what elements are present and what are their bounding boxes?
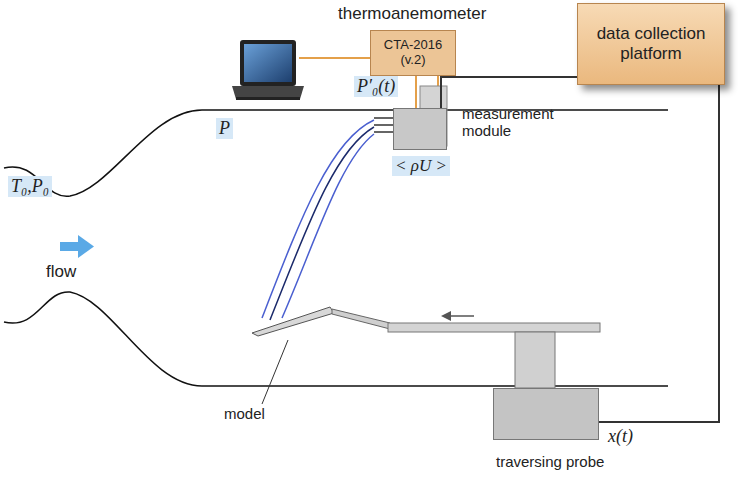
total-pressure: P′₀(t)	[354, 76, 398, 97]
part-label: model	[224, 405, 265, 422]
device-box: CTA-2016 (v.2)	[370, 30, 456, 76]
tube-line	[270, 127, 374, 320]
laptop-icon	[232, 40, 304, 100]
platform-box: data collection platform	[577, 3, 725, 85]
tunnel-wall	[4, 292, 668, 386]
pressure-tubes	[374, 118, 394, 132]
module-box: measurement module	[393, 108, 447, 150]
motion-arrow	[441, 311, 474, 321]
probe-pillar	[515, 332, 555, 388]
sting	[332, 309, 390, 329]
model-body	[252, 307, 334, 336]
flow-arrow	[60, 235, 94, 258]
static-pressure: P	[216, 118, 233, 139]
node-text: measurement module	[462, 105, 562, 140]
probe-arm	[388, 323, 600, 332]
tunnel-wall	[4, 110, 668, 196]
signal-label: x(t)	[605, 426, 636, 447]
node-text: traversing probe	[496, 453, 604, 470]
wire-connector	[441, 77, 577, 108]
tube-line	[262, 120, 374, 318]
usb-cable	[299, 57, 370, 59]
leader-line	[262, 340, 288, 404]
node-text: CTA-2016 (v.2)	[377, 38, 449, 68]
base-box: traversing probe	[493, 388, 599, 440]
flow-label: flow	[46, 262, 76, 282]
wire-connector	[415, 76, 417, 108]
tube-line	[282, 134, 374, 318]
mass-flux: < ρU >	[392, 156, 450, 176]
inlet-condition: T₀,P₀	[8, 176, 52, 197]
wire-connector	[599, 85, 719, 422]
device-caption: thermoanemometer	[338, 4, 486, 24]
node-text: data collection platform	[588, 24, 714, 63]
